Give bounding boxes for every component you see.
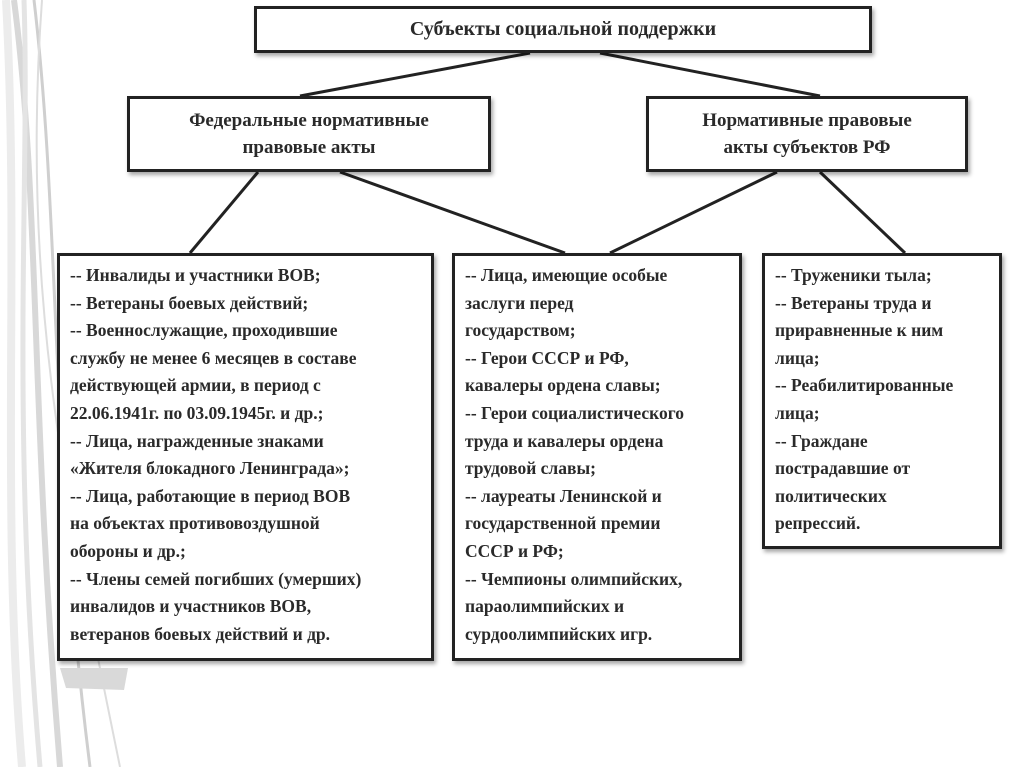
regional-acts-box: Нормативные правовые акты субъектов РФ <box>646 96 968 172</box>
list-item: параолимпийских и <box>465 596 625 617</box>
list-item: -- Чемпионы олимпийских, <box>465 568 683 589</box>
list-item: труда и кавалеры ордена <box>465 430 664 451</box>
list-item: кавалеры ордена славы; <box>465 375 661 396</box>
federal-list-box: -- Инвалиды и участники ВОВ; -- Ветераны… <box>57 253 434 661</box>
list-item: -- Лица, награжденные знаками <box>70 430 324 451</box>
connector-federal-left <box>188 171 260 254</box>
list-item: -- Ветераны труда и <box>775 292 932 313</box>
federal-title-line: правовые акты <box>242 137 376 158</box>
list-item: -- Члены семей погибших (умерших) <box>70 568 362 589</box>
list-item: -- Герои СССР и РФ, <box>465 347 629 368</box>
list-item: -- лауреаты Ленинской и <box>465 485 662 506</box>
list-item: -- Лица, работающие в период ВОВ <box>70 485 351 506</box>
connector-regional-center <box>609 170 778 255</box>
list-item: государственной премии <box>465 513 661 534</box>
connector-regional-right <box>818 170 907 255</box>
list-item: государством; <box>465 320 576 341</box>
list-item: лица; <box>775 347 820 368</box>
list-item: приравненные к ним <box>775 320 944 341</box>
list-item: заслуги перед <box>465 292 574 313</box>
list-item: -- Лица, имеющие особые <box>465 265 668 285</box>
connector-title-regional <box>599 51 821 98</box>
list-item: лица; <box>775 402 820 423</box>
list-item: «Жителя блокадного Ленинграда»; <box>70 458 350 479</box>
list-item: трудовой славы; <box>465 458 596 479</box>
federal-acts-box: Федеральные нормативные правовые акты <box>127 96 491 172</box>
list-item: сурдоолимпийских игр. <box>465 623 653 644</box>
list-item: инвалидов и участников ВОВ, <box>70 596 312 617</box>
list-item: службу не менее 6 месяцев в составе <box>70 347 357 368</box>
list-item: СССР и РФ; <box>465 540 564 561</box>
list-item: -- Реабилитированные <box>775 375 954 396</box>
list-item: -- Ветераны боевых действий; <box>70 292 309 313</box>
list-item: -- Военнослужащие, проходившие <box>70 320 338 341</box>
list-item: -- Граждане <box>775 430 868 451</box>
root-box: Субъекты социальной поддержки <box>254 6 872 53</box>
regional-title-line: акты субъектов РФ <box>723 137 891 158</box>
list-item: -- Труженики тыла; <box>775 265 932 285</box>
connector-title-federal <box>299 51 531 98</box>
shared-list-box: -- Лица, имеющие особые заслуги перед го… <box>452 253 742 661</box>
federal-title-line: Федеральные нормативные <box>189 110 429 131</box>
regional-title-line: Нормативные правовые <box>702 110 912 131</box>
list-item: обороны и др.; <box>70 540 186 561</box>
regional-list-box: -- Труженики тыла; -- Ветераны труда и п… <box>762 253 1002 549</box>
list-item: политических <box>775 485 887 506</box>
list-item: на объектах противовоздушной <box>70 513 320 534</box>
connector-federal-center <box>339 170 566 255</box>
list-item: действующей армии, в период с <box>70 375 321 396</box>
list-item: 22.06.1941г. по 03.09.1945г. и др.; <box>70 402 324 423</box>
list-item: ветеранов боевых действий и др. <box>70 623 331 644</box>
list-item: -- Герои социалистического <box>465 402 684 423</box>
decorative-curves <box>2 0 128 767</box>
root-title: Субъекты социальной поддержки <box>409 18 717 40</box>
list-item: пострадавшие от <box>775 458 911 479</box>
list-item: репрессий. <box>775 513 861 534</box>
list-item: -- Инвалиды и участники ВОВ; <box>70 265 321 285</box>
